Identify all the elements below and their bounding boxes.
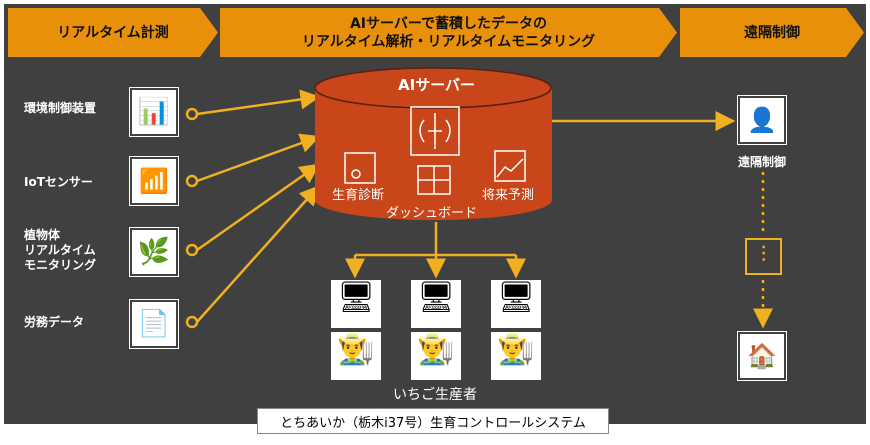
header-step-analysis: AIサーバーで蓄積したデータのリアルタイム解析・リアルタイムモニタリング [220, 8, 677, 57]
input-label-plant-monitoring: 植物体リアルタイムモニタリング [24, 228, 96, 273]
computer-icon: 🖥 [331, 280, 381, 328]
input-label-environment-controller: 環境制御装置 [24, 101, 97, 115]
header-step2-line2: リアルタイム解析・リアルタイムモニタリング [301, 33, 596, 50]
header-step-remote-control: 遠隔制御 [680, 8, 864, 57]
greenhouse-icon: 🏠 [737, 331, 787, 381]
computer-icon: 🖥 [411, 280, 461, 328]
label-line: モニタリング [24, 258, 97, 272]
documents-icon: 📄 [129, 299, 179, 349]
input-label-iot-sensor: IoTセンサー [24, 175, 93, 189]
producers-label: いちご生産者 [393, 387, 477, 403]
plant-icon: 🌿 [129, 227, 179, 277]
system-caption: とちあいか（栃木i37号）生育コントロールシステム [257, 408, 609, 434]
header-step3-label: 遠隔制御 [744, 24, 800, 41]
ai-server-cylinder [314, 67, 552, 221]
computer-icon: 🖥 [491, 280, 541, 328]
header-step-realtime-measurement: リアルタイム計測 [8, 8, 218, 57]
presentation-chart-icon: 📊 [129, 87, 179, 137]
dashboard-label: ダッシュボード [386, 206, 478, 221]
control-sliders-icon: ⫶ [745, 238, 782, 275]
growth-diagnosis-label: 生育診断 [332, 188, 385, 203]
remote-control-label: 遠隔制御 [738, 155, 787, 169]
input-label-labor-data: 労務データ [24, 315, 85, 329]
server-title: AIサーバー [398, 76, 476, 94]
forecast-label: 将来予測 [482, 188, 535, 203]
farmer-icon: 👨‍🌾 [411, 332, 461, 380]
label-line: リアルタイム [24, 243, 96, 257]
remote-monitor-icon: 👤 [737, 95, 787, 145]
label-line: 植物体 [24, 228, 61, 242]
farmer-icon: 👨‍🌾 [491, 332, 541, 380]
sensor-icon: 📶 [129, 156, 179, 206]
farmer-icon: 👨‍🌾 [331, 332, 381, 380]
header-step2-line1: AIサーバーで蓄積したデータの [349, 15, 548, 32]
header-step1-label: リアルタイム計測 [57, 24, 169, 41]
